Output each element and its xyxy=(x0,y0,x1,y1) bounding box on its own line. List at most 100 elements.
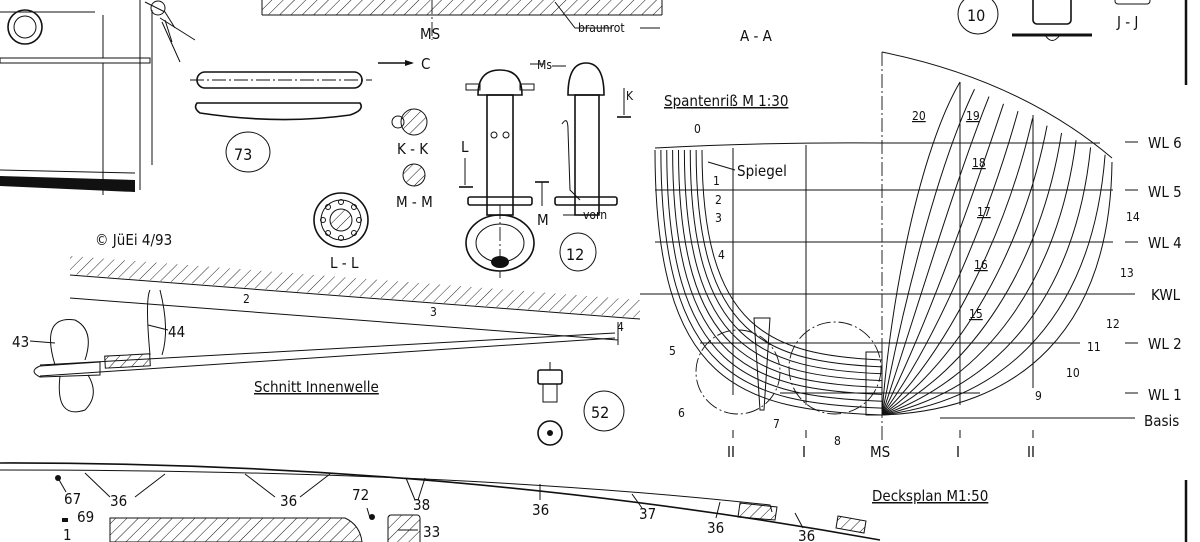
stern-frame-line xyxy=(695,149,883,368)
bow-frame-line xyxy=(881,125,1048,416)
section-jj-label: J - J xyxy=(1116,13,1138,31)
ms-label: MS xyxy=(420,25,440,43)
l-mark-label: L xyxy=(461,138,469,156)
frame-label-9: 9 xyxy=(1035,389,1042,403)
buttock-label-i-right: I xyxy=(956,443,960,461)
rudder-mechanism-detail xyxy=(0,0,196,195)
deck-label-38: 38 xyxy=(413,496,430,514)
ms-mark-label: Ms xyxy=(537,58,552,72)
frame-label-19: 19 xyxy=(966,109,980,123)
bow-frame-line xyxy=(881,132,1063,416)
label-44: 44 xyxy=(168,323,185,341)
label-2: 2 xyxy=(243,292,250,306)
bow-frame-line xyxy=(881,81,961,416)
part-12-label: 12 xyxy=(566,245,584,264)
section-kk-label: K - K xyxy=(397,140,429,158)
stern-frame-line xyxy=(683,149,883,382)
bow-frame-line xyxy=(881,154,1106,416)
frame-label-20: 20 xyxy=(912,109,926,123)
arrow-c-label: C xyxy=(421,55,430,73)
frame-label-1: 1 xyxy=(713,174,720,188)
deck-label-69: 69 xyxy=(77,508,94,526)
section-aa-label: A - A xyxy=(740,27,773,45)
stern-frame-line xyxy=(654,149,883,416)
frame-label-0: 0 xyxy=(694,122,701,136)
bow-frame-line xyxy=(881,118,1034,416)
deck-label-37: 37 xyxy=(639,505,656,523)
stern-frame-line xyxy=(689,149,883,375)
part-12-pedestal-detail: Ms K L M vorn 12 xyxy=(459,58,634,278)
bow-frame-line xyxy=(881,140,1077,416)
label-4: 4 xyxy=(617,320,624,334)
part-10-fitting xyxy=(1032,0,1072,25)
braunrot-label: braunrot xyxy=(578,21,625,35)
section-mm-label: M - M xyxy=(396,193,433,211)
buttock-label-ii-right: II xyxy=(1027,443,1035,461)
k-mark-label: K xyxy=(626,89,634,103)
section-a-a: MS braunrot A - A 10 J - J xyxy=(261,0,1188,85)
deck-label-1: 1 xyxy=(63,526,72,542)
deck-label-36a: 36 xyxy=(110,492,127,510)
frame-label-10: 10 xyxy=(1066,366,1080,380)
frame-label-5: 5 xyxy=(669,344,676,358)
frame-label-6: 6 xyxy=(678,406,685,420)
frame-label-8: 8 xyxy=(834,434,841,448)
deck-label-36d: 36 xyxy=(707,519,724,537)
deck-label-72: 72 xyxy=(352,486,369,504)
bow-frame-line xyxy=(881,96,990,416)
waterline-label-kwl: KWL xyxy=(1151,286,1181,304)
part-10-label: 10 xyxy=(967,6,985,25)
frame-label-13: 13 xyxy=(1120,266,1134,280)
bow-frame-line xyxy=(881,110,1019,416)
stern-frame-line xyxy=(660,149,883,409)
frame-label-11: 11 xyxy=(1087,340,1101,354)
vorn-label: vorn xyxy=(583,208,607,222)
frame-label-12: 12 xyxy=(1106,317,1120,331)
frame-label-14: 14 xyxy=(1126,210,1140,224)
waterline-label-wl2: WL 2 xyxy=(1148,335,1182,353)
hatched-band xyxy=(262,0,662,15)
label-3: 3 xyxy=(430,305,437,319)
deck-plan-drawing: 67 36 36 72 38 36 37 36 36 69 1 33 Decks… xyxy=(0,462,1188,542)
bow-frame-line xyxy=(881,103,1005,416)
label-43: 43 xyxy=(12,333,29,351)
shaft-section-title: Schnitt Innenwelle xyxy=(254,378,379,396)
bow-frame-line xyxy=(881,161,1113,416)
bow-frame-line xyxy=(881,89,975,416)
buttock-label-ii-left: II xyxy=(727,443,735,461)
waterline-label-wl6: WL 6 xyxy=(1148,134,1182,152)
copyright-label: © JüEi 4/93 xyxy=(95,231,172,249)
spiegel-label: Spiegel xyxy=(737,162,787,180)
deck-label-36b: 36 xyxy=(280,492,297,510)
buttock-label-ms: MS xyxy=(870,443,890,461)
stern-frame-line xyxy=(678,149,883,388)
frame-label-7: 7 xyxy=(773,417,780,431)
frame-label-15: 15 xyxy=(969,307,983,321)
bow-frame-line xyxy=(881,147,1092,416)
frame-label-17: 17 xyxy=(977,205,991,219)
deck-label-33: 33 xyxy=(423,523,440,541)
frame-label-18: 18 xyxy=(972,156,986,170)
waterline-label-wl4: WL 4 xyxy=(1148,234,1182,252)
section-ll-label: L - L xyxy=(330,254,359,272)
buttock-label-i-left: I xyxy=(802,443,806,461)
shaft-section-drawing: 43 44 2 3 4 Schnitt Innenwelle 52 xyxy=(12,256,641,446)
sections-detail: K - K M - M L - L © JüEi 4/93 xyxy=(95,108,433,272)
frame-label-4: 4 xyxy=(718,248,725,262)
frame-label-2: 2 xyxy=(715,193,722,207)
waterline-label-basis: Basis xyxy=(1144,412,1179,430)
part-73-label: 73 xyxy=(234,145,252,164)
stern-frame-line xyxy=(666,149,883,402)
m-mark-label: M xyxy=(537,211,549,229)
body-plan-drawing: Spantenriß M 1:30 0 Spiegel 1 2 3 4 xyxy=(640,51,1182,461)
waterline-label-wl5: WL 5 xyxy=(1148,183,1182,201)
part-73-detail: C 73 xyxy=(190,55,430,173)
body-plan-title: Spantenriß M 1:30 xyxy=(664,92,788,110)
deck-label-67: 67 xyxy=(64,490,81,508)
deck-label-36c: 36 xyxy=(532,501,549,519)
part-circle xyxy=(957,0,999,35)
waterline-label-wl1: WL 1 xyxy=(1148,386,1182,404)
stern-frame-line xyxy=(701,149,883,361)
deck-plan-title: Decksplan M1:50 xyxy=(872,487,988,505)
